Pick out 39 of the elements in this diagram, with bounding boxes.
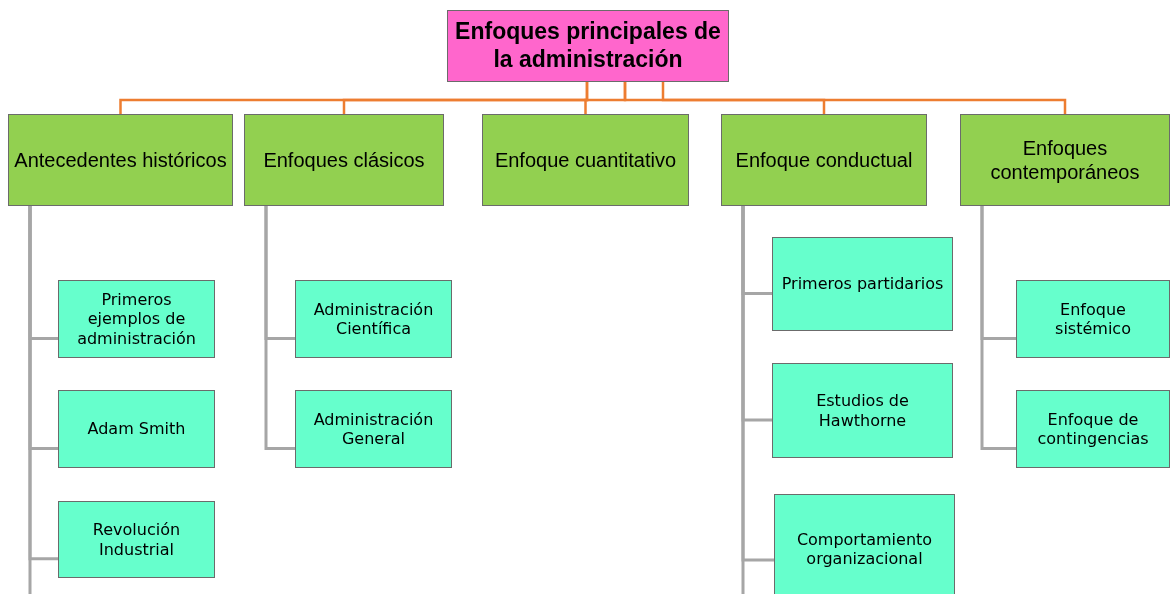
box-label: Revolución Industrial [91,520,182,559]
category-box [244,114,444,206]
topic-box [1016,390,1170,468]
topic-box [772,237,953,331]
box-label: Enfoque conductual [735,148,913,172]
box-label: Enfoques principales de la administración [454,18,722,74]
topic-box [774,494,955,594]
box-label: Enfoque de contingencias [1036,409,1150,449]
connector-line [28,206,58,561]
box-label: Enfoques clásicos [263,148,425,172]
box-label: Adam Smith [87,419,186,439]
title-box [447,10,729,82]
box-label: Enfoques contemporáneos [989,136,1141,184]
topic-box [772,363,953,458]
connector-line [342,82,589,114]
box-label: Estudios de Hawthorne [815,391,910,430]
box-label: Antecedentes históricos [14,148,227,172]
topic-box [58,390,215,468]
box-label: Primeros ejemplos de administración [76,290,197,348]
topic-box [58,280,215,358]
category-box [482,114,689,206]
connector-line [623,82,826,114]
box-label: Primeros partidarios [781,274,944,294]
connector-line [264,206,295,450]
category-box [8,114,233,206]
connector-line [741,206,774,562]
category-box [960,114,1170,206]
topic-box [295,280,452,358]
topic-box [1016,280,1170,358]
box-label: Administración General [312,409,435,449]
topic-box [58,501,215,578]
connector-line [661,82,1067,114]
box-label: Enfoque sistémico [1054,299,1132,339]
box-label: Comportamiento organizacional [795,529,934,569]
box-label: Administración Científica [312,299,435,339]
topic-box [295,390,452,468]
category-box [721,114,927,206]
box-label: Enfoque cuantitativo [494,148,677,172]
connector-line [980,206,1016,450]
